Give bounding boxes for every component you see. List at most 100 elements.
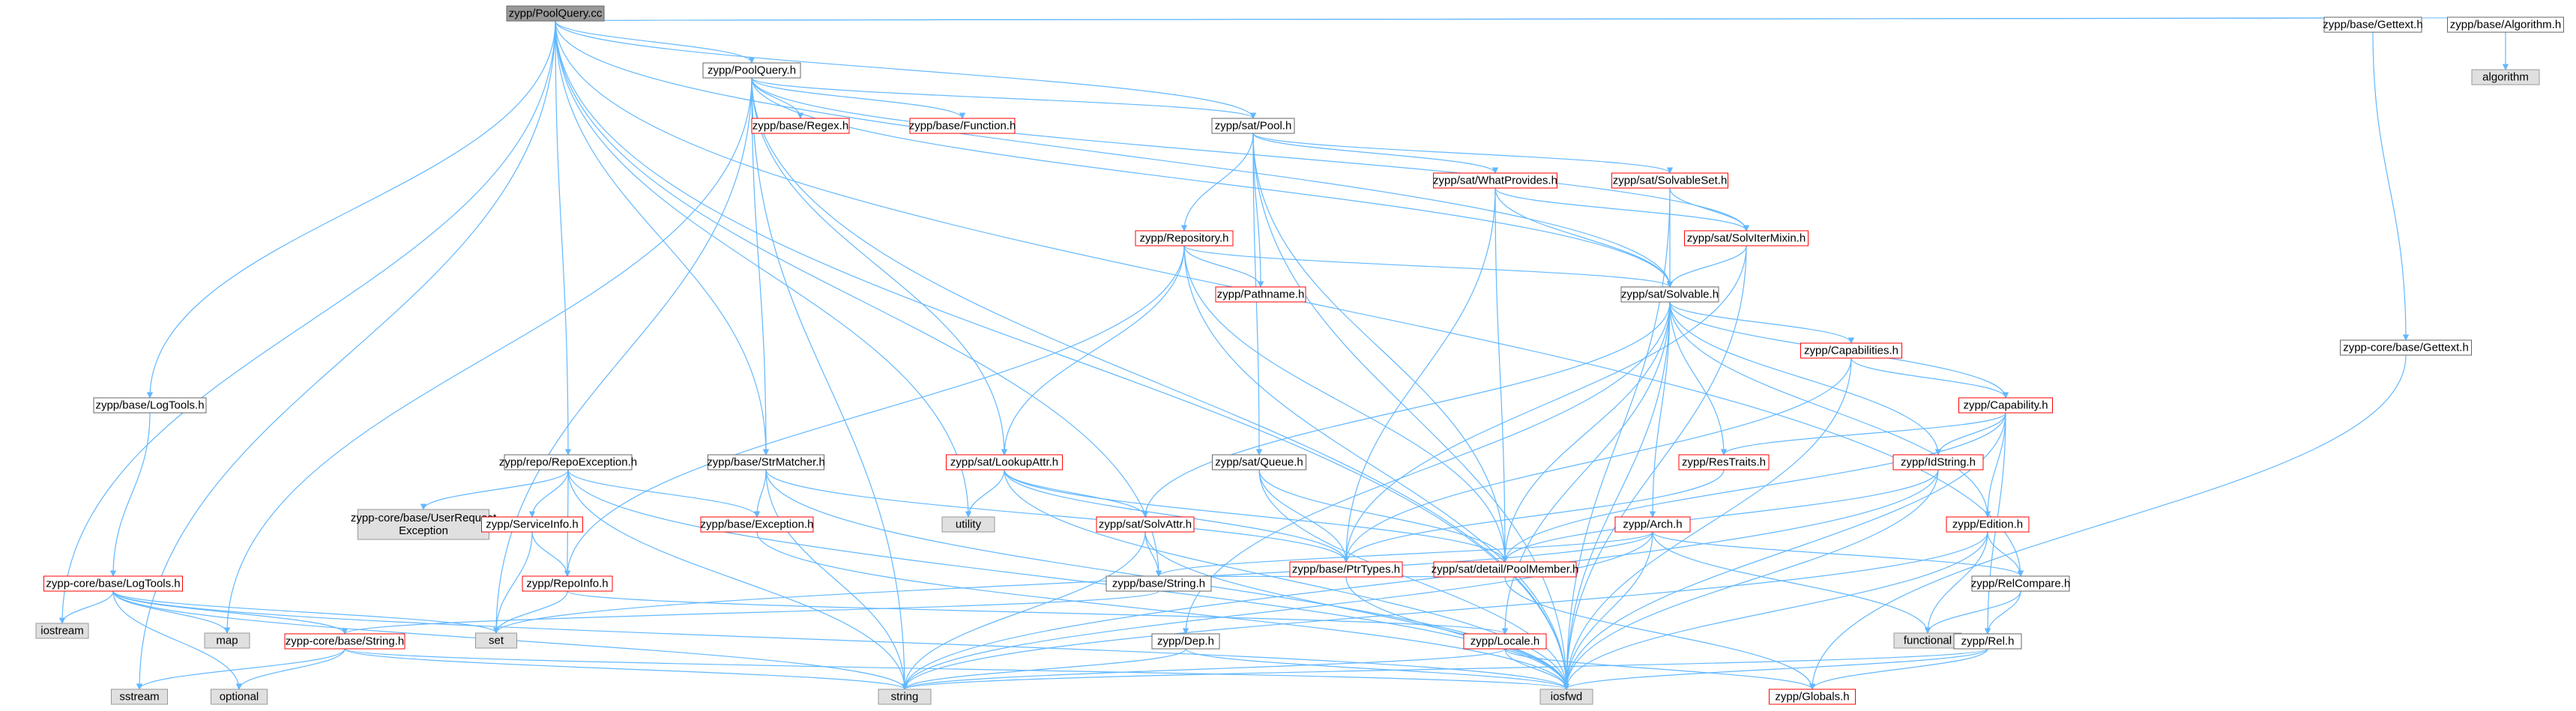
node-label-repoinfo: zypp/RepoInfo.h — [526, 578, 608, 590]
node-label-string: string — [891, 691, 919, 704]
node-sstream: sstream — [111, 689, 168, 705]
node-iostream: iostream — [35, 623, 89, 639]
node-globals[interactable]: zypp/Globals.h — [1769, 689, 1856, 705]
edge-queue-to-poolmember — [1258, 469, 1509, 563]
edge-strmatcher-to-ptrtypes — [765, 469, 1350, 563]
node-restraits[interactable]: zypp/ResTraits.h — [1678, 454, 1770, 471]
node-alg[interactable]: zypp/base/Algorithm.h — [2447, 16, 2564, 33]
edge-pqh-to-solviter — [751, 77, 1750, 232]
node-ptrtypes[interactable]: zypp/base/PtrTypes.h — [1289, 561, 1403, 578]
node-whatprov[interactable]: zypp/sat/WhatProvides.h — [1433, 172, 1557, 189]
node-edition[interactable]: zypp/Edition.h — [1946, 516, 2030, 533]
edge-queue-to-ptrtypes — [1258, 469, 1350, 563]
nodes-layer: zypp/PoolQuery.cc zypp/PoolQuery.h zypp/ba… — [35, 5, 2564, 705]
node-dep[interactable]: zypp/Dep.h — [1151, 633, 1220, 650]
node-root[interactable]: zypp/PoolQuery.cc — [506, 5, 605, 22]
node-pathname[interactable]: zypp/Pathname.h — [1215, 286, 1306, 303]
edge-repository-to-solvable — [1183, 245, 1674, 288]
node-box-dep — [1151, 633, 1220, 650]
node-idstring[interactable]: zypp/IdString.h — [1892, 454, 1984, 471]
edge-solviter-to-solvable — [1666, 245, 1747, 288]
edge-serviceinfo-to-repoinfo — [531, 531, 571, 577]
node-solvset[interactable]: zypp/sat/SolvableSet.h — [1611, 172, 1728, 189]
node-box-whatprov — [1433, 172, 1557, 189]
node-queue[interactable]: zypp/sat/Queue.h — [1212, 454, 1306, 471]
node-label-globals: zypp/Globals.h — [1775, 691, 1849, 704]
node-repoexc[interactable]: zypp/repo/RepoException.h — [499, 454, 637, 471]
edge-pqh-to-set — [492, 77, 752, 634]
node-box-rel — [1953, 633, 2022, 650]
edge-corestring-to-string — [344, 648, 908, 690]
node-label-ptrtypes: zypp/base/PtrTypes.h — [1292, 563, 1400, 576]
node-exception[interactable]: zypp/base/Exception.h — [700, 516, 814, 533]
node-corelogtools[interactable]: zypp-core/base/LogTools.h — [43, 575, 183, 592]
edge-capability-to-idstring — [1934, 412, 2006, 456]
node-corestring[interactable]: zypp-core/base/String.h — [284, 633, 405, 650]
edge-capability-to-poolmember — [1501, 412, 2006, 563]
node-lookupattr[interactable]: zypp/sat/LookupAttr.h — [946, 454, 1063, 471]
node-function[interactable]: zypp/base/Function.h — [909, 118, 1016, 134]
edge-root-to-pqh — [555, 20, 755, 64]
node-box-solvset — [1611, 172, 1728, 189]
node-label-edition: zypp/Edition.h — [1952, 518, 2023, 531]
node-repoinfo[interactable]: zypp/RepoInfo.h — [522, 575, 613, 592]
edge-capabilities-to-ptrtypes — [1342, 357, 1852, 563]
node-box-idstring — [1892, 454, 1984, 471]
edge-whatprov-to-solvable — [1494, 187, 1674, 288]
node-algorithm: algorithm — [2471, 69, 2540, 85]
edge-corestring-to-iosfwd — [344, 648, 1569, 690]
node-label-pqh: zypp/PoolQuery.h — [708, 64, 796, 77]
edge-restraits-to-ptrtypes — [1342, 469, 1725, 563]
node-box-userreq — [358, 509, 489, 540]
edge-rel-to-iosfwd — [1563, 648, 1988, 690]
node-solvattr[interactable]: zypp/sat/SolvAttr.h — [1096, 516, 1195, 533]
node-box-repoinfo — [522, 575, 613, 592]
node-label-function: zypp/base/Function.h — [909, 120, 1016, 133]
node-label-coregettext: zypp-core/base/Gettext.h — [2343, 342, 2469, 354]
node-logtools[interactable]: zypp/base/LogTools.h — [93, 397, 207, 414]
edge-root-to-utility — [555, 20, 972, 518]
node-box-repoexc — [504, 454, 633, 471]
node-regex[interactable]: zypp/base/Regex.h — [751, 118, 850, 134]
node-map: map — [204, 632, 250, 649]
node-rel[interactable]: zypp/Rel.h — [1953, 633, 2022, 650]
node-relcompare[interactable]: zypp/RelCompare.h — [1971, 575, 2071, 592]
node-capability[interactable]: zypp/Capability.h — [1958, 397, 2053, 414]
edge-strmatcher-to-exception — [753, 469, 767, 518]
edge-rel-to-globals — [1809, 648, 1988, 690]
node-arch[interactable]: zypp/Arch.h — [1614, 516, 1691, 533]
node-serviceinfo[interactable]: zypp/ServiceInfo.h — [481, 516, 583, 533]
edge-rel-to-string — [902, 648, 1988, 690]
node-repository[interactable]: zypp/Repository.h — [1135, 230, 1234, 246]
node-solviter[interactable]: zypp/sat/SolvIterMixin.h — [1684, 230, 1809, 246]
edge-corelogtools-to-map — [112, 590, 231, 634]
edge-pool-to-repository — [1180, 133, 1254, 232]
edge-edition-to-relcompare — [1987, 531, 2024, 577]
node-locale[interactable]: zypp/Locale.h — [1463, 633, 1547, 650]
node-box-restraits — [1678, 454, 1770, 471]
node-gettext[interactable]: zypp/base/Gettext.h — [2323, 16, 2423, 33]
node-capabilities[interactable]: zypp/Capabilities.h — [1800, 342, 1902, 359]
edge-arch-to-relcompare — [1652, 531, 2024, 577]
node-pool[interactable]: zypp/sat/Pool.h — [1211, 118, 1295, 134]
node-label-relcompare: zypp/RelCompare.h — [1971, 578, 2071, 590]
node-solvable[interactable]: zypp/sat/Solvable.h — [1620, 286, 1719, 303]
node-box-utility — [941, 516, 995, 533]
edge-idstring-to-iosfwd — [1563, 469, 1939, 690]
node-poolmember[interactable]: zypp/sat/detail/PoolMember.h — [1432, 561, 1579, 578]
node-box-ptrtypes — [1289, 561, 1403, 578]
edge-solvset-to-iosfwd — [1563, 187, 1671, 690]
node-basestring[interactable]: zypp/base/String.h — [1105, 575, 1212, 592]
edge-pqh-to-strmatcher — [751, 77, 770, 456]
node-label-dep: zypp/Dep.h — [1157, 635, 1214, 648]
node-box-string — [878, 689, 932, 705]
node-strmatcher[interactable]: zypp/base/StrMatcher.h — [707, 454, 825, 471]
node-pqh[interactable]: zypp/PoolQuery.h — [702, 62, 801, 79]
edge-corelogtools-to-optional — [112, 590, 243, 690]
edge-arch-to-functional — [1652, 531, 1931, 634]
edge-capabilities-to-capability — [1850, 357, 2009, 399]
node-box-pqh — [702, 62, 801, 79]
node-coregettext[interactable]: zypp-core/base/Gettext.h — [2340, 339, 2472, 356]
edge-lookupattr-to-iosfwd — [1004, 469, 1570, 690]
node-label-alg: zypp/base/Algorithm.h — [2450, 19, 2561, 31]
